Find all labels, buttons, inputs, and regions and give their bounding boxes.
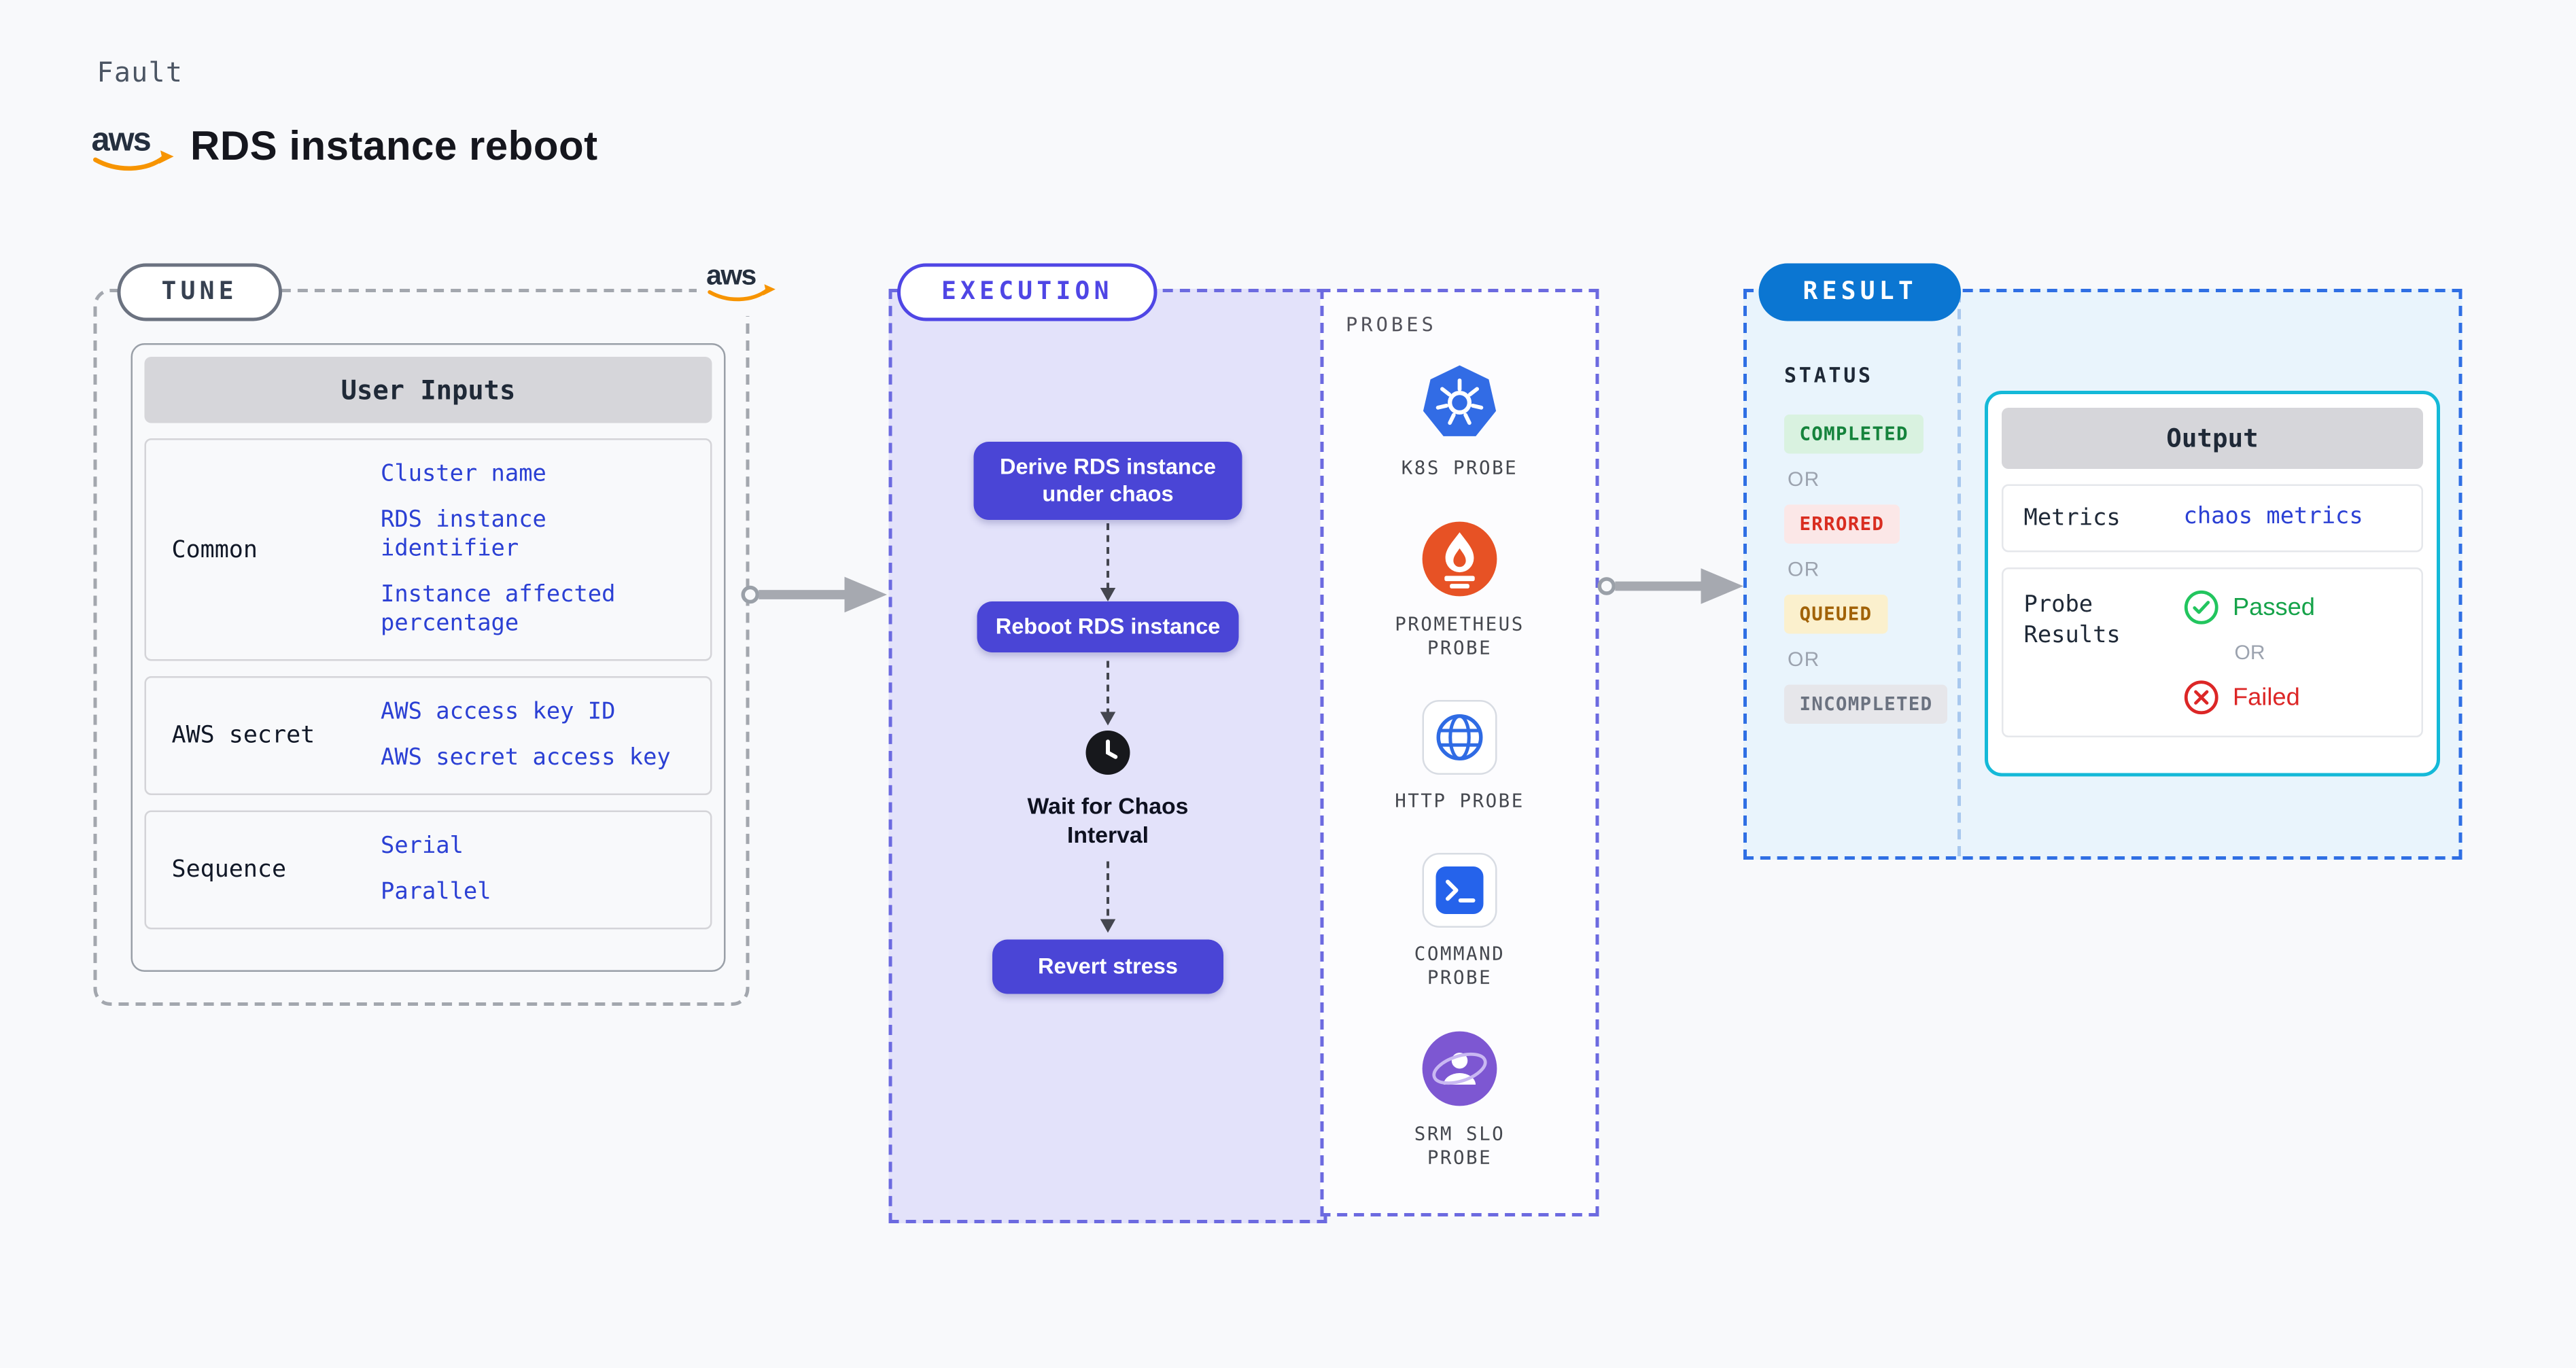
tune-section: TUNE aws User Inputs Common Cluster name… xyxy=(93,255,792,1006)
row-name: AWS secret xyxy=(171,722,315,750)
user-inputs-table: User Inputs Common Cluster name RDS inst… xyxy=(130,343,726,972)
probe-item: PROMETHEUS PROBE xyxy=(1385,520,1535,661)
k8s-probe-icon xyxy=(1423,365,1497,436)
status-badge-errored: ERRORED xyxy=(1784,504,1900,544)
passed-label: Passed xyxy=(2233,593,2315,621)
wait-for-chaos-interval-label: Wait for Chaos Interval xyxy=(1027,793,1189,848)
table-row: Common Cluster name RDS instance identif… xyxy=(144,438,712,661)
execution-flow: Derive RDS instance under chaos Reboot R… xyxy=(892,292,1324,1220)
step-derive-rds-instance: Derive RDS instance under chaos xyxy=(973,442,1242,520)
srm-slo-probe-icon xyxy=(1422,1031,1497,1106)
result-pill: RESULT xyxy=(1758,263,1962,321)
or-label: OR xyxy=(1788,557,1820,581)
svg-text:aws: aws xyxy=(706,259,756,290)
result-section: RESULT STATUS COMPLETED OR ERRORED OR QU… xyxy=(1743,263,2462,860)
failed-label: Failed xyxy=(2233,684,2300,712)
step-revert-stress: Revert stress xyxy=(992,939,1224,994)
row-name: Sequence xyxy=(171,856,287,883)
command-probe-icon xyxy=(1422,853,1497,928)
status-badge-queued: QUEUED xyxy=(1784,595,1887,634)
or-label: OR xyxy=(1788,467,1820,491)
step-reboot-rds-instance: Reboot RDS instance xyxy=(977,601,1239,652)
probes-title: PROBES xyxy=(1346,313,1437,336)
probe-item: K8S PROBE xyxy=(1402,364,1518,481)
tune-pill: TUNE xyxy=(117,263,282,321)
page-title: RDS instance reboot xyxy=(190,124,598,171)
svg-text:aws: aws xyxy=(91,121,150,158)
check-circle-icon xyxy=(2184,590,2218,625)
http-probe-icon xyxy=(1422,700,1497,775)
execution-pill: EXECUTION xyxy=(897,263,1158,321)
probe-results-row: Probe Results Passed OR xyxy=(2002,567,2423,737)
input-link[interactable]: AWS secret access key xyxy=(381,744,671,771)
wait-clock-icon xyxy=(1084,729,1132,784)
execution-section: EXECUTION Derive RDS instance under chao… xyxy=(888,263,1327,1223)
flow-connector xyxy=(1100,861,1116,933)
input-link[interactable]: RDS instance identifier xyxy=(381,506,546,563)
probe-label: SRM SLO PROBE xyxy=(1414,1123,1505,1170)
table-row: AWS secret AWS access key ID AWS secret … xyxy=(144,676,712,795)
or-label: OR xyxy=(1788,647,1820,671)
input-link[interactable]: Parallel xyxy=(381,878,491,906)
result-divider xyxy=(1957,292,1961,856)
probe-results-label: Probe Results xyxy=(2023,591,2121,649)
arrow-tune-to-execution xyxy=(741,576,887,613)
fault-kicker: Fault xyxy=(97,56,184,89)
input-link[interactable]: Cluster name xyxy=(381,460,546,488)
aws-logo: aws xyxy=(90,116,175,180)
probes-panel: PROBES K8S PROBE xyxy=(1320,289,1599,1216)
prometheus-probe-icon xyxy=(1422,521,1497,597)
arrow-execution-to-result xyxy=(1597,568,1743,604)
flow-connector xyxy=(1100,661,1116,726)
user-inputs-header: User Inputs xyxy=(144,357,712,423)
input-link[interactable]: AWS access key ID xyxy=(381,698,616,726)
status-badge-incompleted: INCOMPLETED xyxy=(1784,684,1948,724)
probe-label: HTTP PROBE xyxy=(1395,790,1525,813)
probe-label: COMMAND PROBE xyxy=(1414,943,1505,989)
metrics-label: Metrics xyxy=(2023,504,2121,532)
probe-label: PROMETHEUS PROBE xyxy=(1395,613,1525,660)
or-label: OR xyxy=(2234,640,2265,665)
table-row: Sequence Serial Parallel xyxy=(144,810,712,930)
chaos-metrics-link[interactable]: chaos metrics xyxy=(2183,503,2363,530)
output-card: Output Metrics chaos metrics Probe Resul… xyxy=(1985,391,2440,777)
probe-item: COMMAND PROBE xyxy=(1385,853,1535,991)
input-link[interactable]: Serial xyxy=(381,832,464,860)
aws-logo-small: aws xyxy=(697,255,792,316)
status-title: STATUS xyxy=(1784,364,1873,387)
probe-label: K8S PROBE xyxy=(1401,457,1518,480)
x-circle-icon xyxy=(2184,680,2218,715)
probe-item: SRM SLO PROBE xyxy=(1385,1030,1535,1171)
metrics-row: Metrics chaos metrics xyxy=(2002,484,2423,553)
status-badge-completed: COMPLETED xyxy=(1784,415,1924,454)
flow-connector xyxy=(1100,523,1116,601)
input-link[interactable]: Instance affected percentage xyxy=(381,581,616,637)
status-column: STATUS COMPLETED OR ERRORED OR QUEUED OR… xyxy=(1784,364,1948,724)
output-header: Output xyxy=(2002,408,2423,469)
row-name: Common xyxy=(171,536,258,563)
probe-item: HTTP PROBE xyxy=(1395,700,1525,814)
